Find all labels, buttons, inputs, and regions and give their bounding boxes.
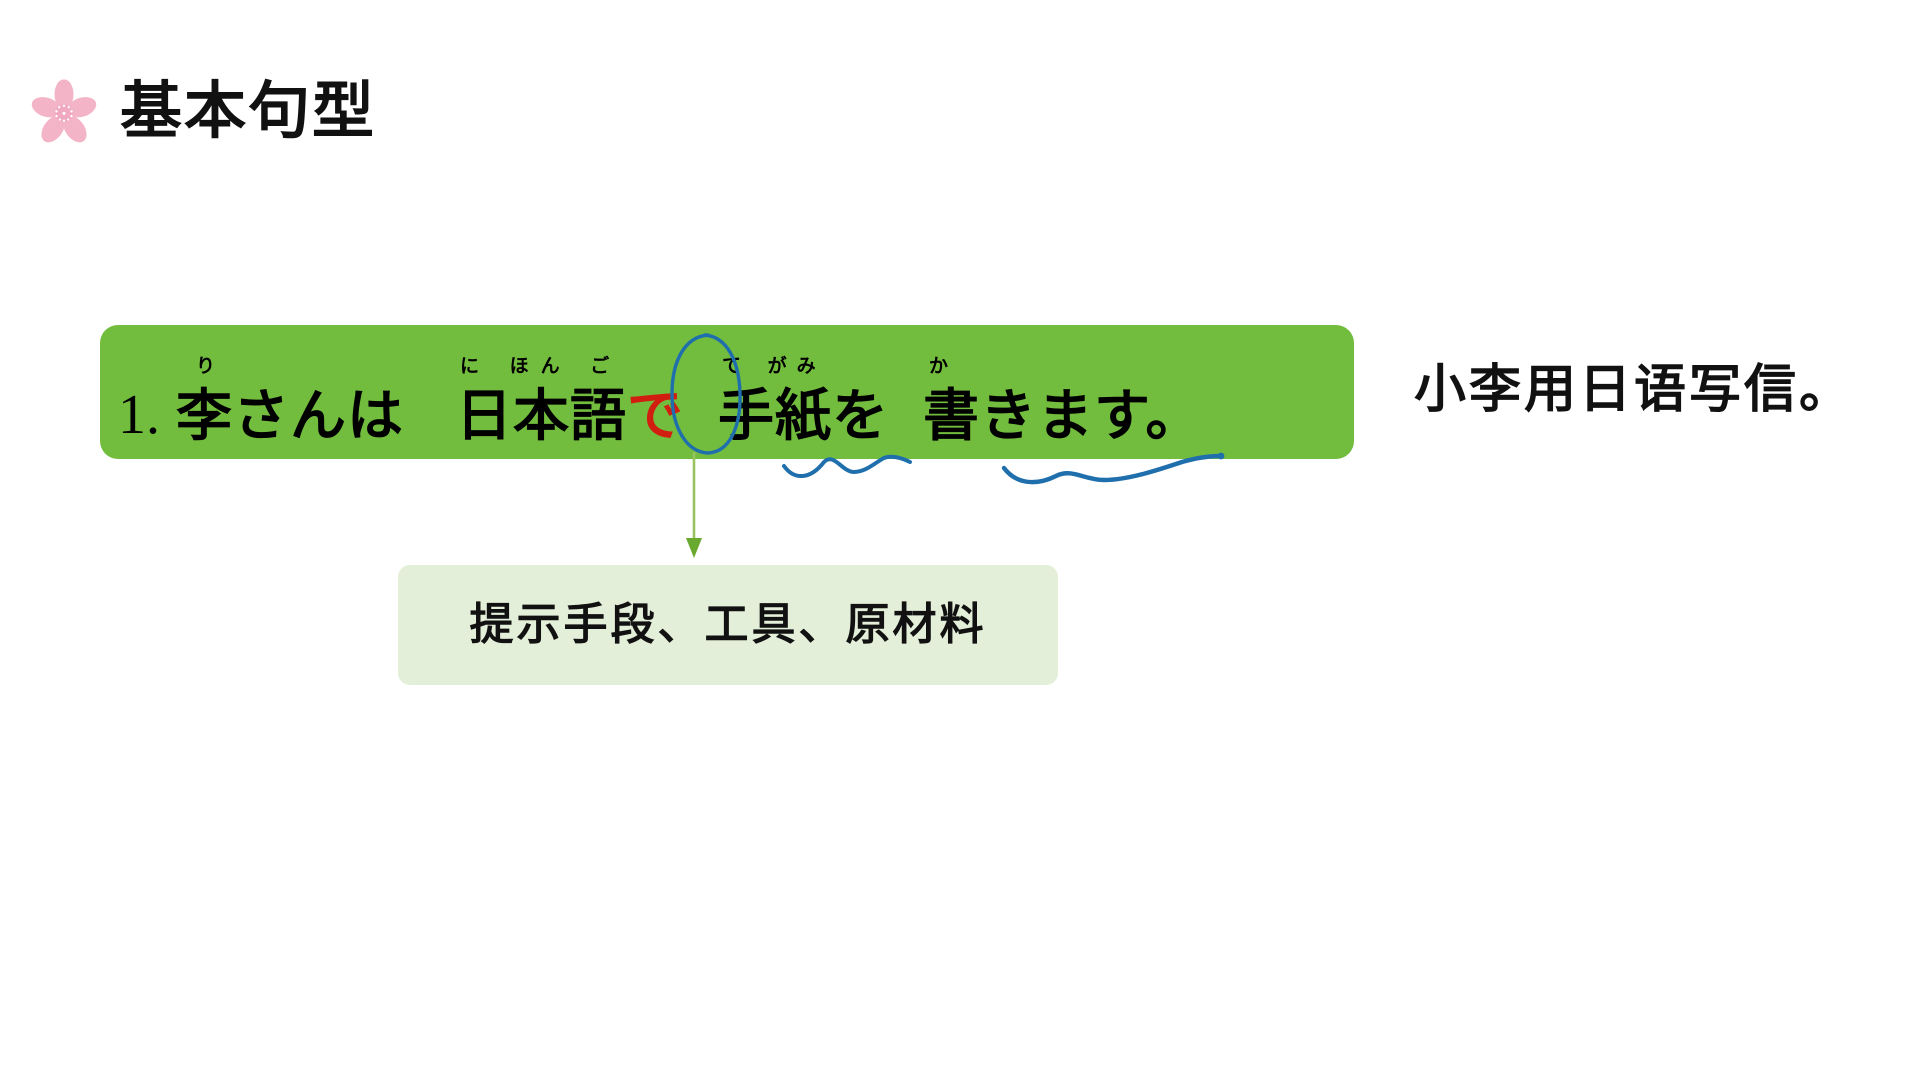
usage-note-text: 提示手段、工具、原材料 bbox=[469, 600, 987, 649]
sentence-chunk-verb: か 書きます。 bbox=[923, 357, 1202, 445]
chunk-base-subject: 李さんは bbox=[176, 384, 404, 449]
page-title: 基本句型 bbox=[120, 77, 377, 146]
sakura-blossom-icon bbox=[31, 79, 97, 143]
furigana-ka: か bbox=[929, 355, 949, 377]
down-arrow-icon bbox=[686, 452, 702, 558]
example-sentence-bar: 1. り 李さんは に ほん ご 日本語で て がみ 手紙を か 書きます。 bbox=[100, 325, 1354, 459]
chunk-base-object: 手紙を bbox=[718, 384, 889, 449]
furigana-nihongo: に ほん ご bbox=[460, 355, 622, 377]
usage-note-box: 提示手段、工具、原材料 bbox=[398, 565, 1058, 685]
furigana-tegami: て がみ bbox=[722, 355, 826, 377]
chunk-base-verb: 書きます。 bbox=[923, 384, 1203, 449]
sentence-chunk-subject: り 李さんは bbox=[176, 357, 404, 445]
particle-de: で bbox=[627, 384, 684, 449]
furigana-ri: り bbox=[196, 355, 216, 377]
chinese-translation: 小李用日语写信。 bbox=[1414, 362, 1855, 419]
sentence-chunk-object: て がみ 手紙を bbox=[718, 357, 889, 445]
item-number: 1. bbox=[118, 384, 160, 446]
chunk-base-means: 日本語 bbox=[456, 384, 627, 449]
slide-header: 基本句型 bbox=[30, 78, 376, 146]
sentence-line: 1. り 李さんは に ほん ご 日本語で て がみ 手紙を か 書きます。 bbox=[100, 325, 1354, 459]
sentence-chunk-means: に ほん ご 日本語で bbox=[456, 357, 684, 445]
